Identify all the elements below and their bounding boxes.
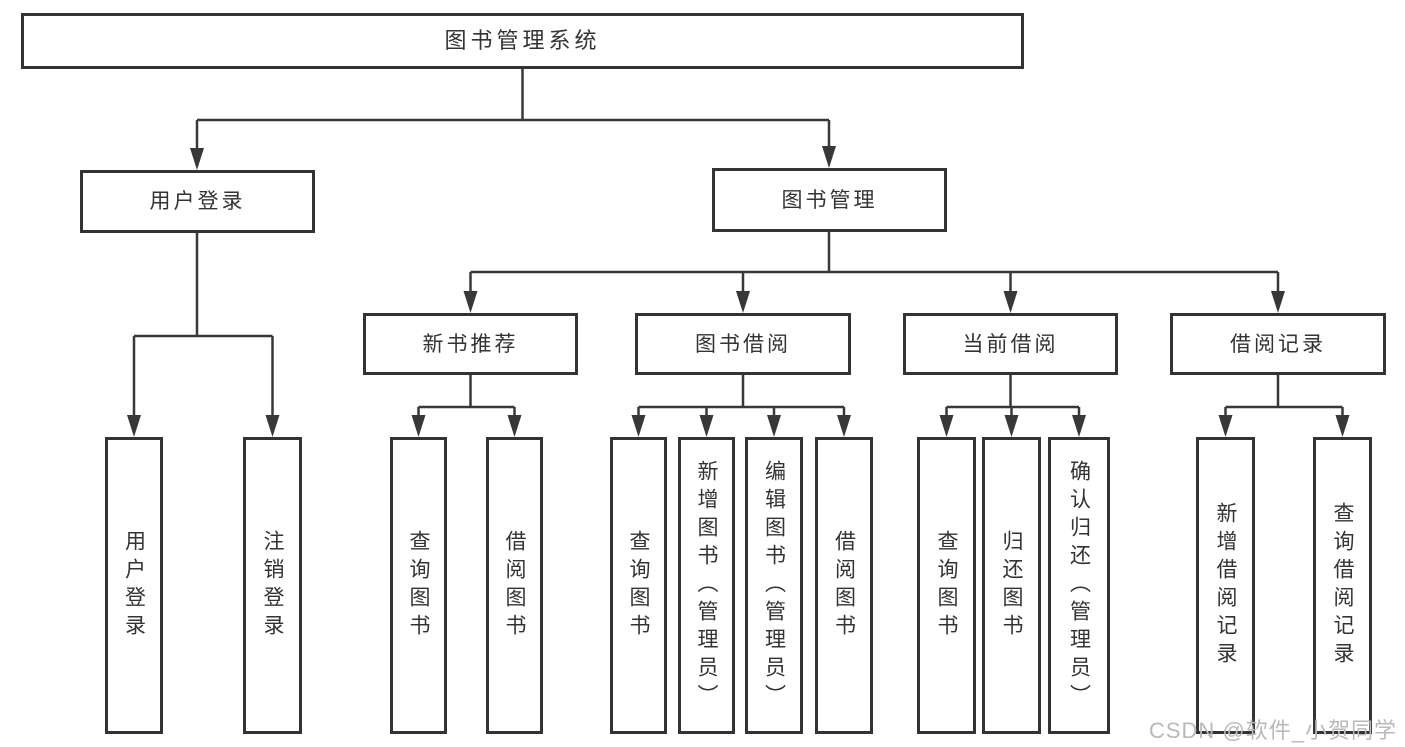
node-borrow-records: 借阅记录: [1170, 313, 1386, 375]
node-current-borrow: 当前借阅: [903, 313, 1118, 375]
leaf-query-borrow-record: 查询借阅记录: [1313, 437, 1372, 734]
node-new-book-recommend: 新书推荐: [363, 313, 578, 375]
leaf-add-books-admin: 新增图书（管理员）: [678, 437, 735, 734]
arrow-down-icon: [767, 415, 781, 437]
arrow-down-icon: [1072, 415, 1086, 437]
arrow-down-icon: [1218, 415, 1233, 437]
arrow-down-icon: [736, 291, 750, 313]
node-book-management: 图书管理: [712, 168, 947, 232]
arrow-down-icon: [265, 415, 280, 437]
arrow-down-icon: [631, 415, 646, 437]
leaf-return-books: 归还图书: [982, 437, 1041, 734]
leaf-borrow-books-recommend: 借阅图书: [486, 437, 543, 734]
csdn-watermark: CSDN @软件_小贺同学: [1148, 718, 1397, 743]
arrow-down-icon: [939, 415, 954, 437]
node-library-management-system: 图书管理系统: [21, 13, 1024, 69]
arrow-down-icon: [411, 415, 426, 437]
leaf-confirm-return-admin: 确认归还（管理员）: [1048, 437, 1110, 734]
leaf-query-books-borrow: 查询图书: [610, 437, 667, 734]
leaf-borrow-books: 借阅图书: [815, 437, 873, 734]
arrow-down-icon: [1271, 291, 1285, 313]
leaf-add-borrow-record: 新增借阅记录: [1196, 437, 1255, 734]
arrow-down-icon: [837, 415, 851, 437]
arrow-down-icon: [190, 148, 204, 170]
leaf-query-books-current: 查询图书: [917, 437, 976, 734]
node-user-login: 用户登录: [80, 170, 315, 233]
leaf-logout: 注销登录: [243, 437, 302, 734]
arrow-down-icon: [463, 291, 478, 313]
leaf-edit-books-admin: 编辑图书（管理员）: [745, 437, 803, 734]
arrow-down-icon: [1335, 415, 1350, 437]
arrow-down-icon: [1004, 415, 1019, 437]
arrow-down-icon: [1003, 291, 1018, 313]
arrow-down-icon: [822, 146, 836, 168]
node-book-borrow: 图书借阅: [635, 313, 851, 375]
arrow-down-icon: [699, 415, 714, 437]
arrow-down-icon: [507, 415, 522, 437]
arrow-down-icon: [127, 415, 141, 437]
leaf-user-login: 用户登录: [105, 437, 163, 734]
leaf-query-books-recommend: 查询图书: [390, 437, 447, 734]
